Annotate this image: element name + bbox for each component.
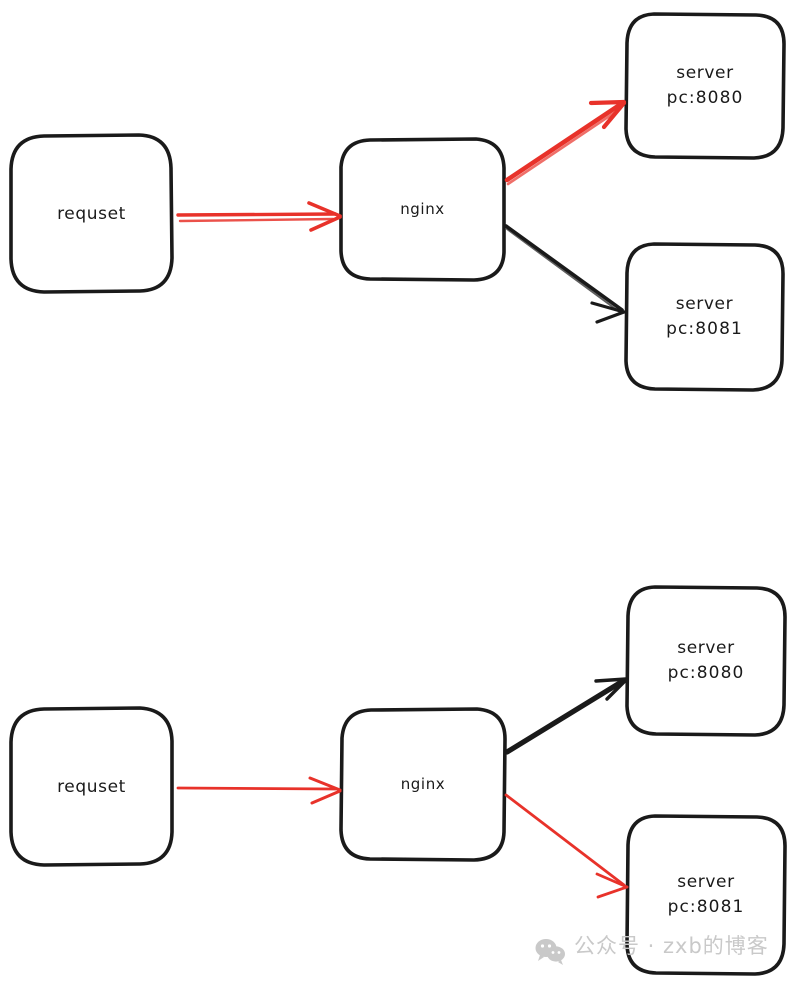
diagram-bottom	[9, 585, 787, 976]
edge-top-nginx-to-server-8080	[504, 99, 627, 186]
node-shape-bottom-nginx[interactable]	[339, 707, 507, 862]
wechat-icon	[535, 939, 565, 965]
edge-top-request-to-nginx	[176, 201, 342, 232]
diagram-top	[9, 12, 786, 392]
node-shape-bottom-server-8080[interactable]	[625, 585, 787, 737]
node-shape-bottom-server-8081[interactable]	[625, 814, 787, 976]
edge-bottom-nginx-to-server-8080	[504, 677, 628, 755]
edge-bottom-request-to-nginx	[176, 776, 342, 805]
node-shape-bottom-request[interactable]	[9, 706, 174, 867]
watermark-text: 公众号 · zxb的博客	[574, 934, 769, 958]
edge-top-nginx-to-server-8081	[504, 224, 626, 324]
node-shape-top-server-8080[interactable]	[624, 12, 786, 160]
node-shape-top-nginx[interactable]	[339, 137, 506, 282]
edge-bottom-nginx-to-server-8081	[504, 793, 629, 899]
node-shape-top-request[interactable]	[9, 133, 174, 294]
wechat-icon-spacer	[531, 930, 565, 960]
node-shape-top-server-8081[interactable]	[624, 242, 785, 392]
watermark: 公众号 · zxb的博客	[531, 930, 769, 960]
